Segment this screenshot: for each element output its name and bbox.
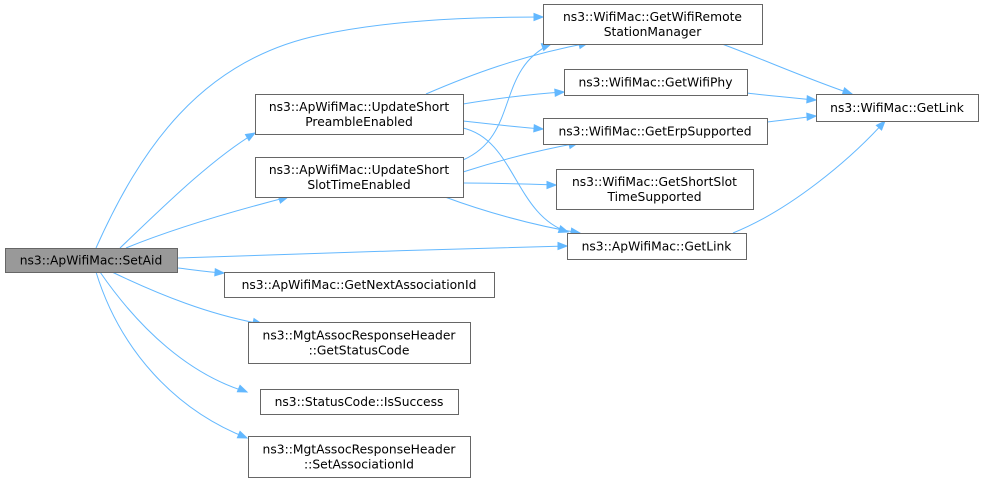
edge-line — [425, 42, 589, 95]
edge-line — [746, 92, 817, 101]
node-label: ns3::MgtAssocResponseHeader — [263, 443, 457, 457]
edge-line — [177, 245, 568, 259]
edge-get_erp-to-wifi_getlink — [766, 112, 818, 123]
edge-line — [95, 271, 248, 439]
node-label: ::SetAssociationId — [304, 458, 414, 472]
node-label: ns3::WifiMac::GetWifiPhy — [578, 76, 732, 90]
edge-line — [732, 120, 886, 234]
node-box — [543, 118, 768, 145]
node-label: SlotTimeEnabled — [307, 178, 410, 192]
edge-line — [125, 196, 289, 249]
edge-setaid-to-upd_preamble — [119, 132, 257, 249]
arrowhead — [557, 241, 569, 251]
edge-setaid-to-get_next_assoc — [177, 267, 226, 277]
edge-line — [462, 120, 544, 130]
node-label: ::GetStatusCode — [309, 344, 410, 358]
edge-line — [462, 142, 579, 173]
node-label: ns3::ApWifiMac::GetNextAssociationId — [242, 278, 477, 292]
node-box — [816, 94, 979, 122]
edge-line — [462, 182, 557, 186]
edge-upd_preamble-to-get_erp — [462, 120, 545, 133]
node-box — [255, 157, 464, 198]
node-label: ns3::WifiMac::GetWifiRemote — [563, 10, 742, 24]
node-box — [224, 272, 495, 298]
node-label: ns3::WifiMac::GetShortSlot — [572, 175, 737, 189]
arrowhead — [214, 268, 226, 277]
node-get-erp[interactable]: ns3::WifiMac::GetErpSupported — [543, 118, 768, 145]
edge-upd_preamble-to-get_rsm — [425, 41, 590, 95]
arrowhead — [236, 384, 249, 393]
node-is-success[interactable]: ns3::StatusCode::IsSuccess — [260, 389, 459, 415]
edge-setaid-to-ap_getlink — [177, 241, 569, 259]
edge-upd_slot-to-get_erp — [462, 141, 580, 173]
node-ap-getlink[interactable]: ns3::ApWifiMac::GetLink — [567, 233, 747, 260]
node-label: TimeSupported — [606, 190, 701, 204]
node-label: ns3::StatusCode::IsSuccess — [275, 395, 444, 409]
edge-upd_slot-to-get_rsm — [462, 43, 553, 161]
node-label: ns3::ApWifiMac::GetLink — [582, 240, 733, 254]
edge-line — [721, 43, 853, 95]
edge-setaid-to-get_rsm — [95, 12, 545, 249]
arrowhead — [244, 132, 257, 142]
node-label: ns3::WifiMac::GetErpSupported — [558, 125, 751, 139]
node-label: StationManager — [604, 25, 703, 39]
arrowhead — [806, 112, 818, 121]
edge-upd_slot-to-get_shortslot — [462, 180, 558, 190]
node-get-status-code[interactable]: ns3::MgtAssocResponseHeader::GetStatusCo… — [248, 322, 471, 364]
edge-line — [95, 16, 544, 249]
node-box — [5, 248, 178, 273]
arrowhead — [533, 124, 545, 133]
arrowhead — [806, 95, 818, 104]
node-setaid[interactable]: ns3::ApWifiMac::SetAid — [5, 248, 178, 273]
node-label: ns3::ApWifiMac::UpdateShort — [269, 100, 449, 114]
edge-line — [462, 127, 569, 233]
node-box — [248, 436, 471, 478]
arrowhead — [875, 119, 886, 131]
arrowhead — [533, 12, 545, 22]
node-label: ns3::MgtAssocResponseHeader — [263, 329, 457, 343]
node-box — [564, 69, 748, 96]
edge-line — [462, 43, 552, 161]
node-get-next-assoc[interactable]: ns3::ApWifiMac::GetNextAssociationId — [224, 272, 495, 298]
node-label: ns3::ApWifiMac::SetAid — [20, 254, 163, 268]
node-box — [543, 4, 763, 45]
edge-line — [119, 132, 256, 249]
node-upd-preamble[interactable]: ns3::ApWifiMac::UpdateShortPreambleEnabl… — [255, 94, 464, 135]
node-box — [260, 389, 459, 415]
node-box — [567, 233, 747, 260]
edge-setaid-to-is_success — [99, 271, 249, 393]
node-label: ns3::WifiMac::GetLink — [830, 101, 965, 115]
node-box — [556, 169, 754, 210]
edge-ap_getlink-to-wifi_getlink — [732, 119, 886, 234]
node-box — [248, 322, 471, 364]
edge-line — [99, 271, 248, 393]
arrowhead — [546, 180, 558, 190]
edge-line — [444, 196, 581, 234]
arrowhead — [554, 88, 566, 97]
node-set-assoc-id[interactable]: ns3::MgtAssocResponseHeader::SetAssociat… — [248, 436, 471, 478]
arrowhead — [841, 86, 854, 96]
edge-line — [111, 271, 263, 325]
node-wifi-getlink[interactable]: ns3::WifiMac::GetLink — [816, 94, 979, 122]
edge-get_phy-to-wifi_getlink — [746, 92, 818, 104]
edge-line — [462, 91, 565, 105]
edge-upd_preamble-to-get_phy — [462, 88, 566, 105]
node-get-rsm[interactable]: ns3::WifiMac::GetWifiRemoteStationManage… — [543, 4, 763, 45]
edge-setaid-to-upd_slot — [125, 195, 290, 249]
node-label: PreambleEnabled — [305, 115, 413, 129]
edge-setaid-to-set_assoc_id — [95, 271, 249, 439]
edges-layer — [95, 12, 886, 439]
node-box — [255, 94, 464, 135]
nodes-layer: ns3::ApWifiMac::SetAid ns3::ApWifiMac::Up… — [5, 4, 979, 478]
node-label: ns3::ApWifiMac::UpdateShort — [269, 163, 449, 177]
node-upd-slot[interactable]: ns3::ApWifiMac::UpdateShortSlotTimeEnabl… — [255, 157, 464, 198]
node-get-phy[interactable]: ns3::WifiMac::GetWifiPhy — [564, 69, 748, 96]
arrowhead — [236, 430, 249, 439]
